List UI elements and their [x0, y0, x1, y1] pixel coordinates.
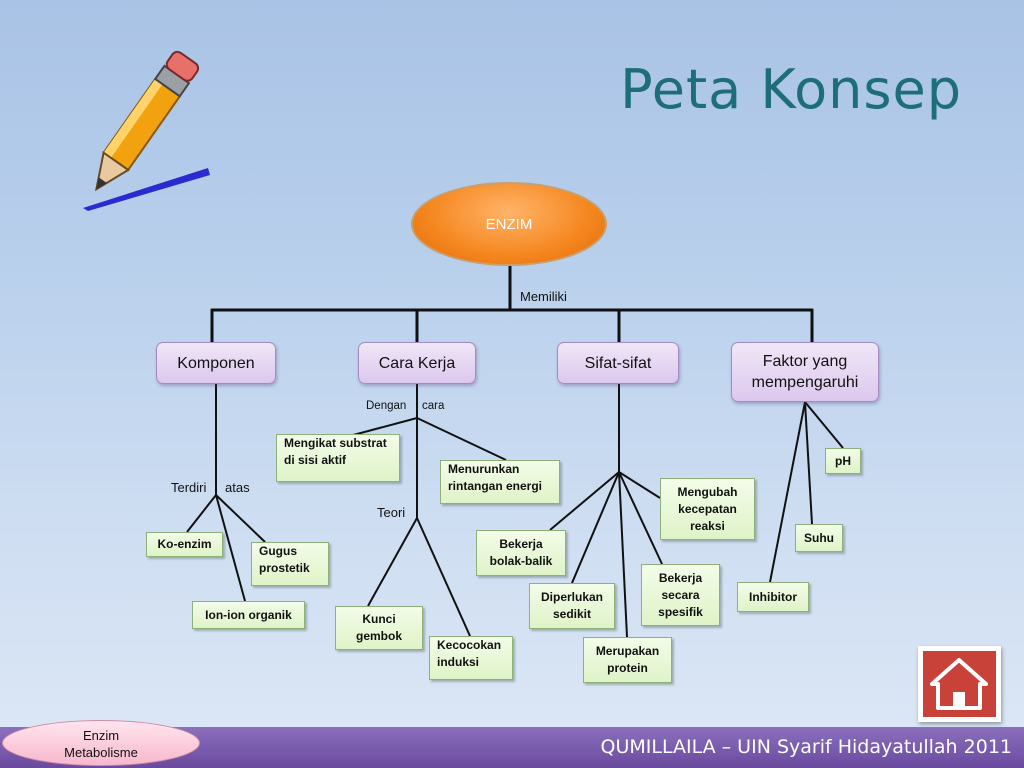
connector-label-memiliki: Memiliki: [520, 289, 567, 304]
category-cara-kerja: Cara Kerja: [358, 342, 476, 384]
leaf-protein-line2: protein: [607, 661, 648, 675]
leaf-mengikat-line2: di sisi aktif: [284, 453, 347, 467]
leaf-kunci-gembok: Kunci gembok: [335, 606, 423, 650]
label-atas: atas: [225, 480, 250, 495]
leaf-protein-line1: Merupakan: [595, 644, 660, 658]
label-dengan: Dengan: [366, 400, 407, 412]
leaf-menurunkan-line2: rintangan energi: [448, 479, 543, 493]
label-teori: Teori: [377, 505, 406, 520]
leaf-mengubah-line2: kecepatan: [678, 501, 737, 516]
label-cara: cara: [422, 400, 445, 412]
leaf-spesifik-line3: spesifik: [658, 604, 703, 619]
badge-line2: Metabolisme: [64, 745, 138, 760]
leaf-bekerja-bolak-balik: Bekerja bolak-balik: [476, 530, 566, 576]
leaf-kunci-line1: Kunci: [362, 612, 396, 626]
enzim-metabolisme-badge[interactable]: Enzim Metabolisme: [2, 720, 200, 766]
leaf-mengubah-line3: reaksi: [690, 518, 725, 533]
home-button[interactable]: [918, 646, 1001, 722]
leaf-spesifik-line1: Bekerja: [658, 570, 703, 585]
leaf-gugus-prostetik: Gugus prostetik: [251, 542, 329, 586]
house-icon: [923, 651, 996, 717]
leaf-bekerja-secara-spesifik: Bekerja secara spesifik: [641, 564, 720, 626]
leaf-mengikat-line1: Mengikat substrat: [284, 436, 387, 450]
leaf-mengikat-substrat: Mengikat substrat di sisi aktif: [276, 434, 400, 482]
leaf-gugus-line2: prostetik: [259, 561, 310, 575]
leaf-spesifik-line2: secara: [661, 587, 700, 602]
leaf-gugus-line1: Gugus: [259, 544, 297, 558]
footer-credit: QUMILLAILA – UIN Syarif Hidayatullah 201…: [600, 736, 1012, 758]
category-sifat-sifat: Sifat-sifat: [557, 342, 679, 384]
leaf-diperlukan-line2: sedikit: [552, 607, 591, 621]
badge-line1: Enzim: [82, 728, 120, 743]
leaf-diperlukan-sedikit: Diperlukan sedikit: [529, 583, 615, 629]
pencil-icon: [83, 50, 210, 211]
leaf-bolak-line2: bolak-balik: [489, 554, 553, 568]
slide-title: Peta Konsep: [620, 58, 962, 121]
leaf-menurunkan-rintangan: Menurunkan rintangan energi: [440, 460, 560, 504]
leaf-suhu: Suhu: [795, 524, 843, 552]
leaf-ion-ion-organik: Ion-ion organik: [192, 601, 305, 629]
leaf-bolak-line1: Bekerja: [499, 537, 543, 551]
leaf-menurunkan-line1: Menurunkan: [448, 462, 520, 476]
leaf-inhibitor: Inhibitor: [737, 582, 809, 612]
leaf-diperlukan-line1: Diperlukan: [540, 590, 603, 604]
category-faktor: Faktor yang mempengaruhi: [731, 342, 879, 402]
leaf-mengubah-kecepatan-reaksi: Mengubah kecepatan reaksi: [660, 478, 755, 540]
leaf-merupakan-protein: Merupakan protein: [583, 637, 672, 683]
leaf-kecocokan-line2: induksi: [437, 655, 480, 669]
label-terdiri: Terdiri: [171, 480, 207, 495]
root-node-enzim: ENZIM: [411, 182, 607, 266]
category-faktor-line1: Faktor yang: [762, 353, 848, 370]
category-komponen: Komponen: [156, 342, 276, 384]
leaf-kecocokan-induksi: Kecocokan induksi: [429, 636, 513, 680]
category-faktor-line2: mempengaruhi: [751, 374, 859, 391]
leaf-kunci-line2: gembok: [355, 629, 402, 643]
leaf-ko-enzim: Ko-enzim: [146, 532, 223, 557]
leaf-ph: pH: [825, 448, 861, 474]
leaf-kecocokan-line1: Kecocokan: [437, 638, 502, 652]
leaf-mengubah-line1: Mengubah: [677, 484, 738, 499]
